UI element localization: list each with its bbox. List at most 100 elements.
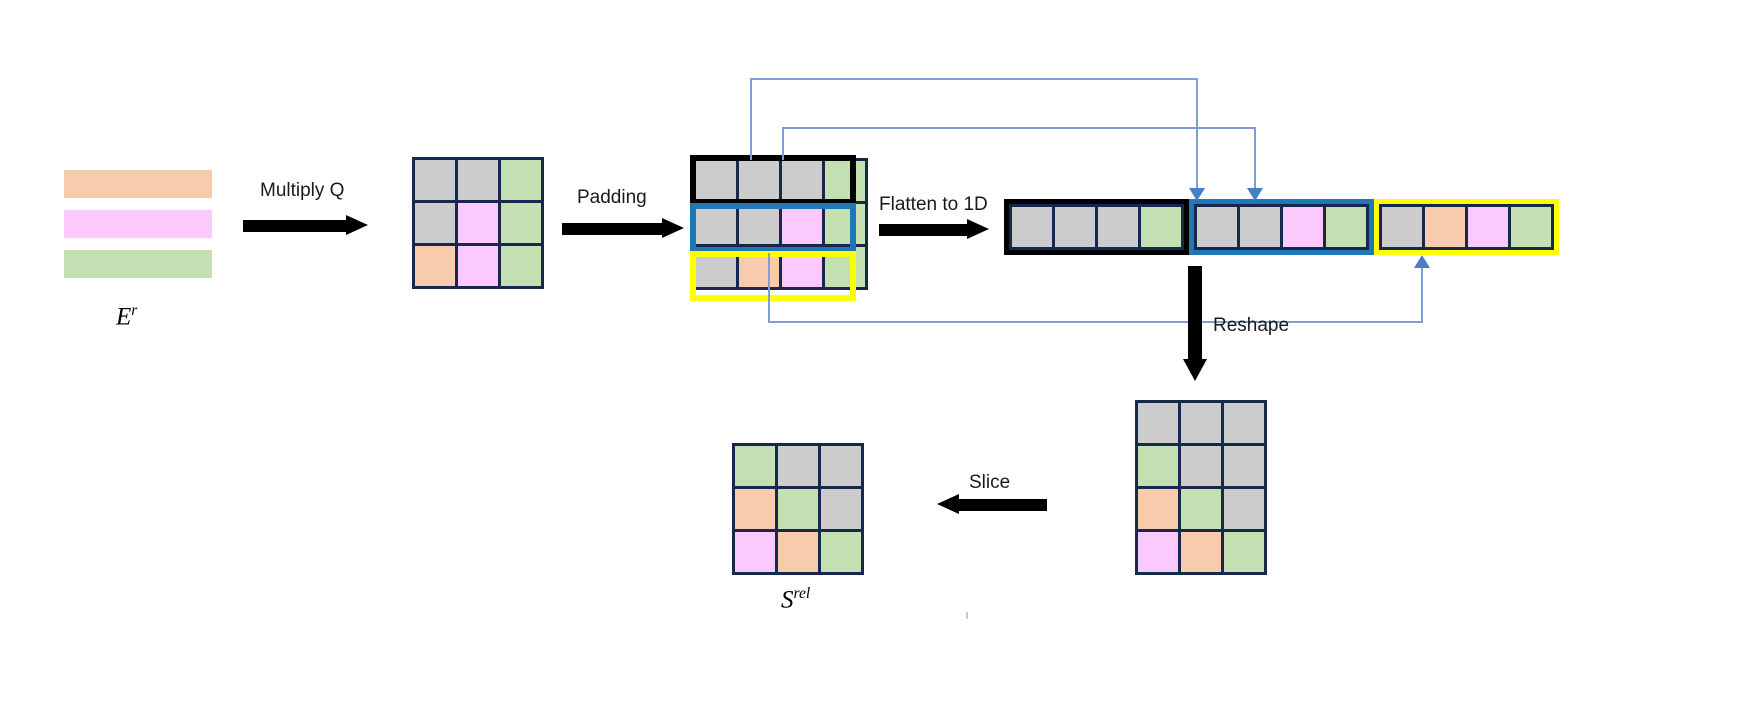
connector-a-vert-right xyxy=(1196,78,1198,191)
flattened-segment-blue-cell-3 xyxy=(1326,207,1366,247)
matrix-qe-cell-1-2 xyxy=(501,203,541,243)
matrix-padded-cell-0-2 xyxy=(782,161,822,201)
padded-row-outline-yellow xyxy=(690,251,856,301)
flattened-segment-yellow-cell-3 xyxy=(1511,207,1551,247)
matrix-reshaped-cell-0-1 xyxy=(1181,403,1221,443)
arrow-shaft xyxy=(959,499,1047,511)
matrix-reshaped-cell-2-2 xyxy=(1224,489,1264,529)
er-label-sup: r xyxy=(131,302,138,319)
matrix-qe-cell-2-0 xyxy=(415,246,455,286)
matrix-srel xyxy=(732,443,864,575)
connector-b-horiz xyxy=(782,127,1256,129)
arrow-head xyxy=(662,218,684,238)
matrix-reshaped-cell-0-0 xyxy=(1138,403,1178,443)
er-bar-row-0 xyxy=(64,170,212,198)
matrix-padded-cell-1-0 xyxy=(696,204,736,244)
srel-label-sup: rel xyxy=(793,585,811,602)
er-bar-row-1 xyxy=(64,210,212,238)
matrix-qe-cell-1-1 xyxy=(458,203,498,243)
flattened-segment-black-cell-1 xyxy=(1055,207,1095,247)
connector-c-horiz xyxy=(768,321,1423,323)
matrix-reshaped-cell-0-2 xyxy=(1224,403,1264,443)
matrix-srel-cell-0-0 xyxy=(735,446,775,486)
connector-b-vert-right xyxy=(1254,127,1256,191)
arrow-head xyxy=(937,494,959,514)
slice-arrow xyxy=(937,494,1047,514)
connector-c-vert-right xyxy=(1421,268,1423,322)
matrix-padded-cell-0-0 xyxy=(696,161,736,201)
matrix-padded-cell-0-3 xyxy=(825,161,865,201)
matrix-padded-cell-1-3 xyxy=(825,204,865,244)
connector-b-vert-left xyxy=(782,127,784,160)
er-label-base: E xyxy=(116,303,132,331)
connector-a-horiz xyxy=(750,78,1198,80)
matrix-qe-cell-0-2 xyxy=(501,160,541,200)
connector-a-vert-left xyxy=(750,78,752,160)
matrix-reshaped xyxy=(1135,400,1267,575)
flattened-array xyxy=(1004,199,1559,255)
flatten-arrow xyxy=(879,219,989,239)
connector-a-arrowhead xyxy=(1189,188,1205,201)
multiply-q-caption: Multiply Q xyxy=(260,180,345,201)
matrix-srel-cell-1-0 xyxy=(735,489,775,529)
matrix-reshaped-cell-2-1 xyxy=(1181,489,1221,529)
arrow-shaft xyxy=(879,224,967,236)
padded-row-outline-black xyxy=(690,155,856,205)
matrix-padded xyxy=(693,158,868,290)
matrix-reshaped-cell-2-0 xyxy=(1138,489,1178,529)
matrix-srel-cell-1-1 xyxy=(778,489,818,529)
arrow-shaft xyxy=(562,223,662,235)
matrix-qe-cell-0-0 xyxy=(415,160,455,200)
matrix-reshaped-cell-3-2 xyxy=(1224,532,1264,572)
flattened-segment-blue-cell-0 xyxy=(1197,207,1237,247)
matrix-srel-cell-2-2 xyxy=(821,532,861,572)
srel-label-base: S xyxy=(781,586,794,614)
padding-caption: Padding xyxy=(577,187,647,208)
flattened-segment-black xyxy=(1004,199,1189,255)
flattened-segment-blue-cell-1 xyxy=(1240,207,1280,247)
matrix-qe-cell-2-1 xyxy=(458,246,498,286)
flatten-caption: Flatten to 1D xyxy=(879,194,988,215)
matrix-padded-cell-1-2 xyxy=(782,204,822,244)
matrix-srel-cell-0-2 xyxy=(821,446,861,486)
flattened-segment-black-cell-3 xyxy=(1141,207,1181,247)
padded-row-outline-blue xyxy=(690,203,856,253)
er-label: Er xyxy=(116,302,137,331)
matrix-reshaped-cell-1-1 xyxy=(1181,446,1221,486)
flattened-segment-black-cell-2 xyxy=(1098,207,1138,247)
arrow-head xyxy=(967,219,989,239)
er-bar-stack xyxy=(64,170,214,280)
matrix-qe-cell-2-2 xyxy=(501,246,541,286)
matrix-reshaped-cell-3-0 xyxy=(1138,532,1178,572)
reshape-arrow xyxy=(1183,266,1207,381)
stray-mark xyxy=(966,612,968,619)
matrix-srel-cell-2-1 xyxy=(778,532,818,572)
matrix-reshaped-cell-1-2 xyxy=(1224,446,1264,486)
multiply-q-arrow xyxy=(243,215,368,235)
flattened-segment-yellow-cell-0 xyxy=(1382,207,1422,247)
slice-caption: Slice xyxy=(969,472,1011,493)
srel-label: Srel xyxy=(781,585,810,614)
flattened-segment-yellow-cell-1 xyxy=(1425,207,1465,247)
flattened-segment-blue-cell-2 xyxy=(1283,207,1323,247)
matrix-reshaped-cell-3-1 xyxy=(1181,532,1221,572)
matrix-qe xyxy=(412,157,544,289)
flattened-segment-black-cell-0 xyxy=(1012,207,1052,247)
arrow-head xyxy=(346,215,368,235)
reshape-caption: Reshape xyxy=(1213,315,1290,336)
matrix-qe-cell-1-0 xyxy=(415,203,455,243)
matrix-reshaped-cell-1-0 xyxy=(1138,446,1178,486)
flattened-segment-yellow-cell-2 xyxy=(1468,207,1508,247)
matrix-srel-cell-0-1 xyxy=(778,446,818,486)
arrow-head xyxy=(1183,359,1207,381)
connector-c-arrowhead xyxy=(1414,255,1430,268)
flattened-segment-blue xyxy=(1189,199,1374,255)
matrix-padded-cell-0-1 xyxy=(739,161,779,201)
connector-c-vert-left xyxy=(768,253,770,321)
matrix-srel-cell-2-0 xyxy=(735,532,775,572)
matrix-qe-cell-0-1 xyxy=(458,160,498,200)
padding-arrow xyxy=(562,218,684,238)
flattened-segment-yellow xyxy=(1374,199,1559,255)
arrow-shaft xyxy=(1188,266,1202,359)
